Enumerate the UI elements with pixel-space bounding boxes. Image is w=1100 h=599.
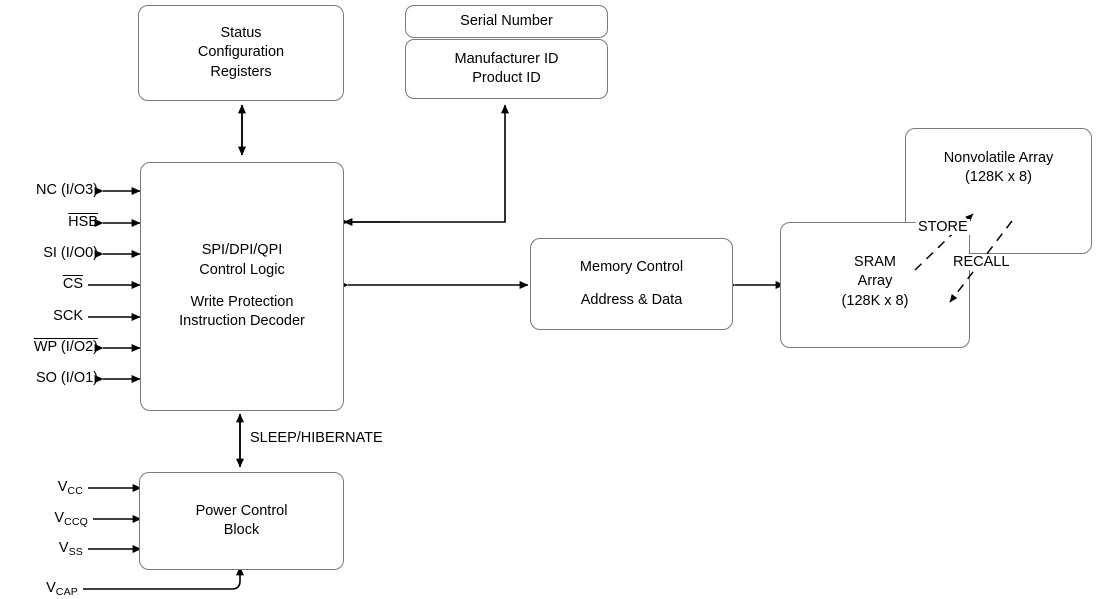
power-control-line2: Block <box>223 522 260 538</box>
pin-label-vccq: VCCQ <box>0 510 88 528</box>
control-logic-line1: SPI/DPI/QPI <box>201 242 283 259</box>
sram-array-line3: (128K x 8) <box>841 292 909 309</box>
pin-label-vcc: VCC <box>0 479 83 497</box>
status-registers-line2: Configuration <box>197 44 285 61</box>
block-manufacturer-product-id[interactable]: Manufacturer ID Product ID <box>405 39 608 99</box>
block-spi-control-logic[interactable]: SPI/DPI/QPI Control Logic Write Protecti… <box>140 162 344 411</box>
pin-text-vss-symbol: V <box>58 540 69 556</box>
pin-label-vcap: VCAP <box>0 580 78 598</box>
block-status-configuration-registers[interactable]: Status Configuration Registers <box>138 5 344 101</box>
recall-label: RECALL <box>951 254 1012 270</box>
pin-text-si-io0: SI (I/O0) <box>43 245 98 261</box>
pin-text-vccq-subscript: CCQ <box>64 516 88 528</box>
product-id-label: Product ID <box>472 70 541 86</box>
pin-text-vss-subscript: SS <box>68 546 83 558</box>
block-memory-control[interactable]: Memory Control Address & Data <box>530 238 733 330</box>
pin-text-vcap-symbol: V <box>46 580 56 596</box>
status-registers-line1: Status <box>220 25 262 42</box>
pin-text-cs: CS <box>62 276 83 292</box>
power-control-line1: Power Control <box>195 502 288 519</box>
pin-text-vcc-symbol: V <box>57 479 68 495</box>
memory-control-line1: Memory Control <box>579 259 684 276</box>
manufacturer-id-label: Manufacturer ID <box>454 50 559 67</box>
sleep-hibernate-label: SLEEP/HIBERNATE <box>250 430 383 446</box>
pin-label-hsb: HSB <box>0 214 98 230</box>
memory-control-line2: Address & Data <box>580 291 683 308</box>
sram-array-line2: Array <box>857 273 893 290</box>
nonvolatile-array-line2: (128K x 8) <box>965 169 1032 186</box>
control-logic-line3: Write Protection <box>190 294 294 310</box>
control-logic-line2: Control Logic <box>199 261 285 278</box>
pin-text-sck: SCK <box>53 308 83 324</box>
pin-label-nc-io3: NC (I/O3) <box>0 182 98 198</box>
sram-array-line1: SRAM <box>854 254 896 270</box>
store-label: STORE <box>916 219 970 235</box>
pin-label-sck: SCK <box>0 308 83 324</box>
pin-text-hsb: HSB <box>68 214 98 230</box>
pin-text-so-io1: SO (I/O1) <box>35 370 98 386</box>
pin-label-wp-io2: WP (I/O2) <box>0 339 98 355</box>
nonvolatile-array-line1: Nonvolatile Array <box>943 150 1054 166</box>
serial-number-label: Serial Number <box>460 12 553 29</box>
block-sram-array[interactable]: SRAM Array (128K x 8) <box>780 222 970 348</box>
pin-label-si-io0: SI (I/O0) <box>0 245 98 261</box>
pin-label-so-io1: SO (I/O1) <box>0 370 98 386</box>
block-power-control[interactable]: Power Control Block <box>139 472 344 570</box>
pin-label-vss: VSS <box>0 540 83 558</box>
pin-text-nc-io3: NC (I/O3) <box>35 182 98 198</box>
pin-label-cs: CS <box>0 276 83 292</box>
control-logic-line4: Instruction Decoder <box>179 313 305 330</box>
pin-text-vcap-subscript: CAP <box>55 586 78 598</box>
pin-text-vccq-symbol: V <box>54 510 65 526</box>
block-serial-number[interactable]: Serial Number <box>405 5 608 38</box>
pin-text-wp-io2: WP (I/O2) <box>33 339 98 355</box>
pin-text-vcc-subscript: CC <box>67 485 83 497</box>
status-registers-line3: Registers <box>210 63 272 80</box>
